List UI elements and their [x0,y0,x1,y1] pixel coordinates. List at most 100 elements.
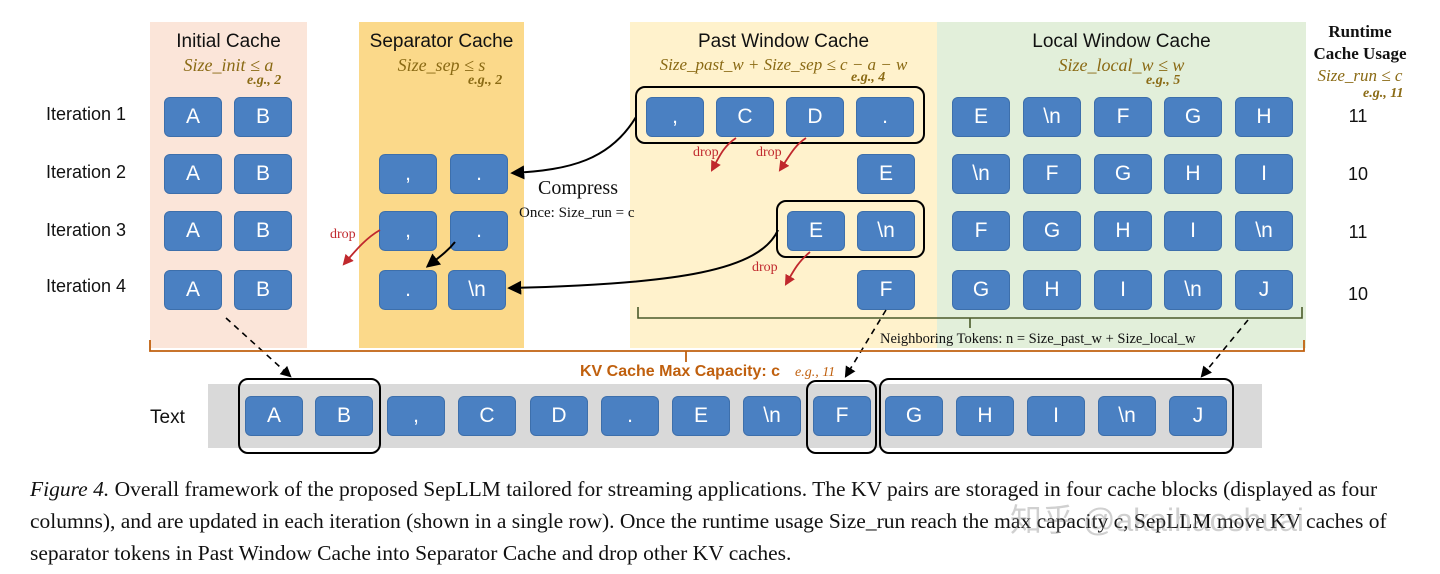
kv-capacity-label: KV Cache Max Capacity: c [580,363,781,380]
iteration-3-past-window-frame [776,200,925,258]
token-past-window: \n [857,211,915,251]
text-token: \n [743,396,801,436]
token-separator: . [450,154,508,194]
neighboring-tokens-label: Neighboring Tokens: n = Size_past_w + Si… [880,331,1196,347]
token-past-window: E [787,211,845,251]
token-local-window: \n [952,154,1010,194]
token-local-window: \n [1235,211,1293,251]
initial-cache-formula: Size_init ≤ a [183,55,274,75]
iteration-4-usage: 10 [1347,284,1369,304]
token-initial: B [234,270,292,310]
text-token: A [245,396,303,436]
token-local-window: G [952,270,1010,310]
token-local-window: H [1235,97,1293,137]
text-token: . [601,396,659,436]
text-bar [208,384,1262,448]
token-local-window: \n [1023,97,1081,137]
watermark: 知乎 @akaihaoshuai [1010,502,1304,538]
caption-figure-number: Figure 4. [30,477,110,501]
token-local-window: F [1094,97,1152,137]
compress-label: Compress [538,177,618,199]
caption-text: Overall framework of the proposed SepLLM… [30,477,1387,565]
initial-cache-title: Initial Cache [176,31,281,52]
iteration-2-label: Iteration 2 [46,162,127,182]
token-initial: B [234,154,292,194]
separator-cache-eg: e.g., 2 [468,73,503,88]
token-separator: . [379,270,437,310]
drop-label: drop [752,260,778,275]
token-initial: B [234,97,292,137]
token-local-window: I [1094,270,1152,310]
token-local-window: F [952,211,1010,251]
token-local-window: \n [1164,270,1222,310]
text-row-label: Text [150,407,185,428]
local-window-cache-eg: e.g., 5 [1146,73,1181,88]
text-token: C [458,396,516,436]
token-separator: , [379,154,437,194]
drop-label: drop [330,227,356,242]
text-token: J [1169,396,1227,436]
past-window-cache-formula: Size_past_w + Size_sep ≤ c − a − w [659,55,908,74]
text-token: \n [1098,396,1156,436]
token-separator: \n [448,270,506,310]
drop-label: drop [756,145,782,160]
figure-caption: Figure 4. Overall framework of the propo… [30,473,1425,569]
token-past-window: F [857,270,915,310]
iteration-2-usage: 10 [1347,164,1369,184]
text-token: , [387,396,445,436]
token-past-window: E [857,154,915,194]
text-token: F [813,396,871,436]
text-token: D [530,396,588,436]
token-initial: A [164,270,222,310]
token-past-window: C [716,97,774,137]
token-local-window: F [1023,154,1081,194]
token-local-window: I [1164,211,1222,251]
iteration-3-label: Iteration 3 [46,220,127,240]
runtime-title-line1: Runtime [1328,22,1392,41]
once-condition: Once: Size_run = c [519,205,635,221]
token-past-window: . [856,97,914,137]
runtime-title-line2: Cache Usage [1313,44,1407,63]
token-local-window: J [1235,270,1293,310]
iteration-1-label: Iteration 1 [46,104,127,124]
iteration-3-usage: 11 [1348,222,1368,242]
token-local-window: H [1023,270,1081,310]
text-token: H [956,396,1014,436]
text-token: B [315,396,373,436]
compress-arrow [510,116,637,180]
text-initial-frame [238,378,381,454]
text-token: G [885,396,943,436]
text-token: E [672,396,730,436]
token-local-window: G [1094,154,1152,194]
token-local-window: H [1164,154,1222,194]
token-local-window: E [952,97,1010,137]
token-initial: A [164,154,222,194]
iteration-1-usage: 11 [1348,106,1368,126]
initial-cache-eg: e.g., 2 [247,73,282,88]
token-initial: B [234,211,292,251]
token-initial: A [164,97,222,137]
token-past-window: D [786,97,844,137]
token-local-window: I [1235,154,1293,194]
separator-cache-title: Separator Cache [369,31,514,52]
text-past-window-frame [806,380,877,454]
token-local-window: H [1094,211,1152,251]
token-separator: , [379,211,437,251]
past-window-cache-eg: e.g., 4 [851,70,886,85]
token-initial: A [164,211,222,251]
iteration-1-past-window-frame [635,86,925,144]
runtime-eg: e.g., 11 [1363,86,1404,101]
local-window-cache-title: Local Window Cache [1032,31,1211,52]
runtime-formula: Size_run ≤ c [1317,66,1403,85]
iteration-4-label: Iteration 4 [46,276,127,296]
drop-label: drop [693,145,719,160]
token-separator: . [450,211,508,251]
text-token: I [1027,396,1085,436]
separator-cache-formula: Size_sep ≤ s [397,55,486,75]
token-past-window: , [646,97,704,137]
token-local-window: G [1164,97,1222,137]
token-local-window: G [1023,211,1081,251]
kv-capacity-eg: e.g., 11 [795,365,836,380]
local-window-cache-formula: Size_local_w ≤ w [1058,55,1185,75]
text-local-window-frame [879,378,1234,454]
